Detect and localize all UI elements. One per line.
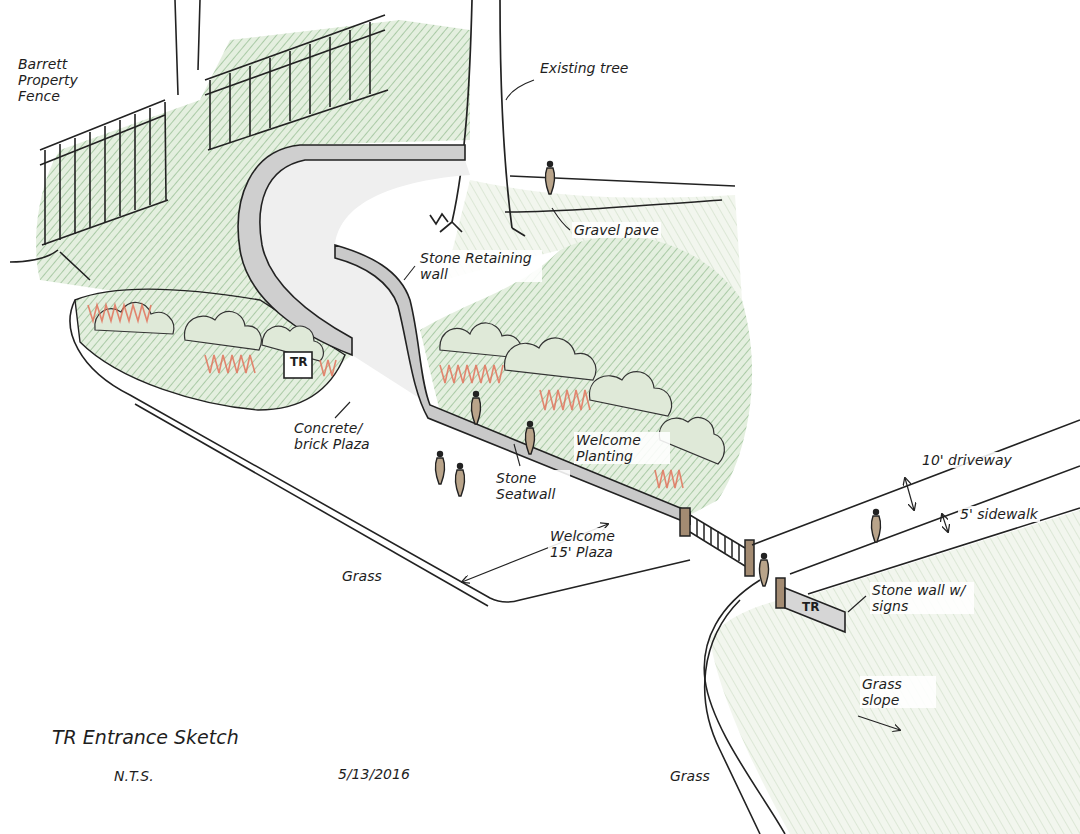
human-figure xyxy=(436,161,881,586)
annotation-label: Stone Seatwall xyxy=(494,470,570,502)
annotation-label: Existing tree xyxy=(538,60,630,76)
plaza-edge xyxy=(70,300,690,606)
annotation-label: Grass xyxy=(668,768,712,784)
annotation-label: 5/13/2016 xyxy=(336,766,412,782)
annotation-label: Stone wall w/ signs xyxy=(870,582,974,614)
annotation-label: Grass slope xyxy=(860,676,936,708)
welcome-planting xyxy=(88,305,683,488)
annotation-label: Welcome 15' Plaza xyxy=(548,528,630,560)
driveway xyxy=(704,420,1080,834)
annotation-label: TR xyxy=(800,601,821,615)
annotation-label: N.T.S. xyxy=(112,768,156,784)
existing-tree xyxy=(430,0,525,236)
sketch-title: TR Entrance Sketch xyxy=(52,726,239,748)
sign-wall xyxy=(785,588,845,632)
gravel-path xyxy=(505,176,735,212)
annotation-label: Grass xyxy=(340,568,384,584)
annotation-label: TR xyxy=(288,356,309,370)
annotation-label: Barrett Property Fence xyxy=(16,56,120,104)
annotation-label: Gravel pave xyxy=(572,222,661,238)
annotation-label: Concrete/ brick Plaza xyxy=(292,420,396,452)
annotation-label: Stone Retaining wall xyxy=(418,250,542,282)
leader-line xyxy=(58,80,900,730)
annotation-label: 5' sidewalk xyxy=(958,506,1040,522)
annotation-label: 10' driveway xyxy=(920,452,1014,468)
shrub xyxy=(95,302,725,464)
entrance-gate xyxy=(680,508,785,608)
sign-board xyxy=(284,352,312,378)
retaining-wall xyxy=(238,145,690,524)
annotation-label: Welcome Planting xyxy=(574,432,670,464)
planting-area xyxy=(36,20,1080,834)
